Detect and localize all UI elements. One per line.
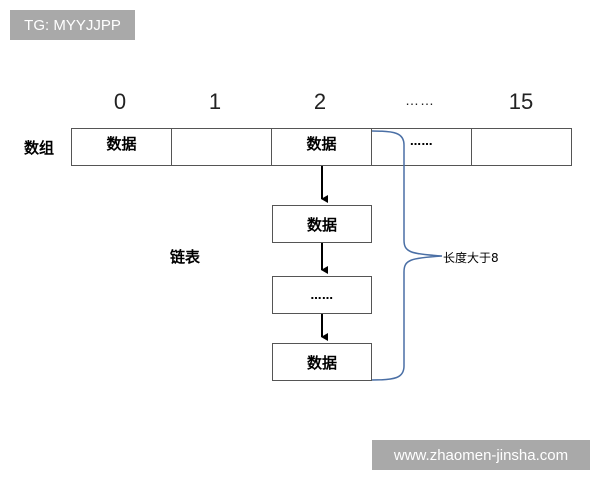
index-label-ellipsis: …… <box>405 92 435 108</box>
brace-icon <box>371 130 443 381</box>
array-cell-1 <box>171 128 271 166</box>
index-label-0: 0 <box>113 89 127 114</box>
array-cell-ellipsis: …… <box>371 128 471 166</box>
linked-list-label: 链表 <box>170 248 201 266</box>
array-row: 数据 数据 …… <box>71 128 572 166</box>
list-node-ellipsis: …… <box>272 276 372 314</box>
list-node-last: 数据 <box>272 343 372 381</box>
array-cell-2: 数据 <box>271 128 371 166</box>
index-label-1: 1 <box>208 89 222 114</box>
index-label-2: 2 <box>313 89 327 114</box>
array-cell-0: 数据 <box>71 128 171 166</box>
watermark-top-left: TG: MYYJJPP <box>10 10 135 40</box>
watermark-bottom-right: www.zhaomen-jinsha.com <box>372 440 590 470</box>
array-label: 数组 <box>24 139 55 157</box>
list-node-1: 数据 <box>272 205 372 243</box>
array-cell-15 <box>471 128 572 166</box>
brace-annotation: 长度大于8 <box>443 251 499 265</box>
index-label-15: 15 <box>508 89 534 114</box>
